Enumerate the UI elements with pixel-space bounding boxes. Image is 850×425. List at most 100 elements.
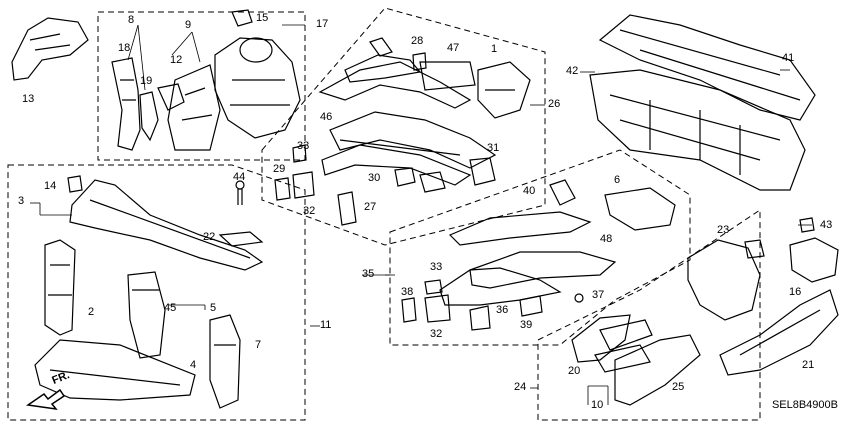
part-20-lower [594, 344, 651, 373]
front-direction-arrow [25, 388, 66, 411]
callout-3: 3 [18, 195, 25, 207]
callout-44: 45 [164, 302, 177, 314]
callout-21: 21 [802, 359, 815, 371]
part-45-rail [318, 61, 472, 109]
callout-30: 30 [368, 172, 381, 184]
part-44 [127, 271, 166, 359]
callout-5: 5 [210, 302, 217, 314]
part-32-lower [424, 294, 451, 323]
callout-33-upper: 33 [297, 140, 310, 152]
part-16-tower [687, 239, 761, 321]
callout-26: 26 [548, 98, 561, 110]
group-boundary-lower-left [7, 164, 306, 421]
part-13 [11, 17, 89, 81]
part-upper-rail [344, 54, 422, 83]
part-9 [167, 64, 221, 151]
callout-4: 4 [190, 359, 197, 371]
group-boundary-center-lower [389, 149, 691, 346]
callout-7: 7 [255, 339, 262, 351]
callout-8: 8 [128, 14, 135, 26]
part-20-upper [599, 319, 653, 351]
callout-6: 6 [614, 174, 621, 186]
callout-18: 18 [118, 42, 131, 54]
part-bracket-top [369, 37, 393, 57]
part-39 [549, 179, 576, 206]
part-48-rail [448, 211, 592, 246]
part-19 [139, 91, 159, 142]
part-2 [44, 239, 76, 336]
callout-32-upper: 32 [303, 205, 316, 217]
part-1 [477, 61, 531, 119]
part-41-dashboard [589, 69, 806, 191]
part-42 [799, 217, 815, 233]
callout-27: 27 [364, 201, 377, 213]
part-27 [337, 191, 357, 226]
callout-9: 9 [185, 19, 192, 31]
callout-23: 23 [717, 224, 730, 236]
callout-17: 17 [316, 18, 329, 30]
callout-35: 36 [496, 304, 509, 316]
part-31 [469, 157, 496, 186]
callout-32-lower: 32 [430, 328, 443, 340]
callout-33-lower: 33 [430, 261, 443, 273]
callout-20: 20 [568, 365, 581, 377]
part-28 [412, 52, 427, 71]
part-29 [274, 177, 291, 201]
part-43 [235, 180, 245, 205]
group-boundary-upper-left [97, 11, 306, 161]
part-22 [218, 231, 264, 247]
part-36 [574, 293, 584, 303]
callout-16: 16 [789, 286, 802, 298]
callout-40: 41 [782, 52, 795, 64]
part-40-bulkhead [598, 14, 816, 121]
part-frame-lower [321, 144, 472, 186]
part-33-upper [292, 144, 307, 163]
diagram-code: SEL8B4900B [771, 399, 838, 411]
callout-34: 35 [362, 268, 375, 280]
callout-39: 40 [523, 185, 536, 197]
part-34-frame [439, 267, 562, 306]
part-strut-tower [214, 37, 301, 139]
part-38 [519, 295, 543, 317]
callout-41: 42 [566, 65, 579, 77]
part-16-mount [789, 237, 839, 283]
group-boundary-center-frame [261, 7, 546, 246]
callout-14: 14 [44, 180, 57, 192]
callout-1: 1 [491, 43, 498, 55]
callout-22: 22 [203, 231, 216, 243]
callout-24: 24 [514, 381, 527, 393]
callout-38: 39 [520, 319, 533, 331]
part-12 [157, 83, 185, 111]
part-3-frame [69, 179, 264, 271]
group-boundary-bottom-right [537, 209, 761, 421]
part-7 [209, 314, 241, 409]
part-14 [67, 175, 83, 193]
part-32-upper [292, 171, 315, 199]
part-21 [719, 289, 839, 376]
callout-45: 46 [320, 111, 333, 123]
callout-42: 43 [820, 219, 833, 231]
callout-19: 19 [140, 75, 153, 87]
part-25 [614, 334, 701, 406]
callout-28: 28 [411, 35, 424, 47]
part-23 [744, 239, 765, 259]
part-15 [231, 9, 253, 27]
part-30 [394, 167, 446, 193]
callout-13: 13 [22, 93, 35, 105]
callout-10: 10 [591, 399, 604, 411]
callout-36: 37 [592, 289, 605, 301]
callout-15: 15 [256, 12, 269, 24]
callout-25: 25 [672, 381, 685, 393]
part-47-frame [469, 251, 617, 289]
part-33-lower [424, 279, 443, 295]
callout-29: 29 [273, 163, 286, 175]
callout-2: 2 [88, 306, 95, 318]
part-24 [571, 314, 631, 363]
callout-46: 47 [447, 42, 460, 54]
callout-37: 38 [401, 286, 414, 298]
part-4 [34, 339, 196, 401]
part-35 [469, 305, 491, 331]
callout-31: 31 [487, 142, 500, 154]
callout-43: 44 [233, 171, 246, 183]
